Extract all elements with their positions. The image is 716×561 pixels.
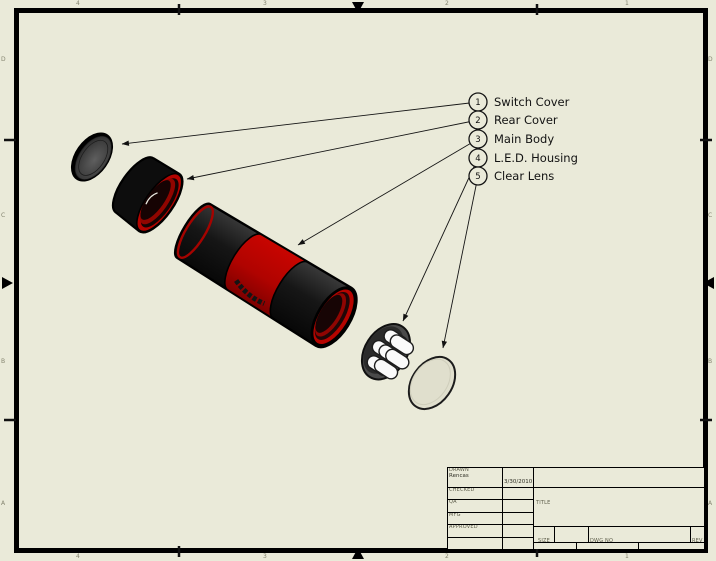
body-print-text bbox=[234, 279, 266, 306]
title-block-row-mfg: MFG bbox=[448, 512, 534, 526]
title-block-row-qa: QA bbox=[448, 500, 534, 513]
zone-row-label-right: B bbox=[708, 358, 713, 365]
leader-lines bbox=[121, 101, 479, 349]
callout-label-switch-cover: Switch Cover bbox=[494, 95, 570, 109]
leader-line-5 bbox=[441, 175, 479, 349]
rev-label: REV bbox=[692, 538, 703, 543]
balloon-2-number: 2 bbox=[475, 116, 480, 126]
approved-label: APPROVED bbox=[449, 525, 478, 531]
title-label: TITLE bbox=[536, 500, 551, 506]
mfg-label: MFG bbox=[449, 512, 461, 518]
title-block-row-checked: CHECKED bbox=[448, 488, 534, 501]
callout-label-rear-cover: Rear Cover bbox=[494, 113, 558, 127]
zone-row-label-left: C bbox=[1, 212, 6, 219]
balloon-4[interactable]: 4 bbox=[468, 148, 488, 168]
title-box: TITLE bbox=[534, 488, 704, 527]
zone-col-label-top: 2 bbox=[445, 0, 449, 7]
leader-line-3 bbox=[297, 138, 479, 246]
dwg-no-label: DWG NO bbox=[590, 538, 614, 543]
zone-col-label-top: 4 bbox=[76, 0, 80, 7]
balloons: 1 2 3 4 5 bbox=[468, 92, 488, 186]
zone-col-label-bottom: 3 bbox=[263, 553, 267, 560]
qa-label: QA bbox=[449, 500, 457, 506]
switch-cover-part[interactable] bbox=[62, 125, 121, 190]
callout-label-led-housing: L.E.D. Housing bbox=[494, 151, 578, 165]
balloon-5-number: 5 bbox=[475, 172, 480, 182]
callout-labels: Switch Cover Rear Cover Main Body L.E.D.… bbox=[494, 95, 578, 183]
leader-line-1 bbox=[121, 101, 479, 146]
checked-label: CHECKED bbox=[449, 488, 475, 493]
zone-col-label-bottom: 1 bbox=[625, 553, 629, 560]
leader-line-4 bbox=[402, 157, 479, 322]
balloon-4-number: 4 bbox=[475, 154, 480, 164]
zone-row-label-right: C bbox=[708, 212, 713, 219]
main-body-part[interactable] bbox=[167, 197, 365, 355]
leader-line-2 bbox=[186, 119, 479, 181]
drawn-label: DRAWN bbox=[449, 468, 469, 473]
balloon-3-number: 3 bbox=[475, 135, 480, 145]
balloon-5[interactable]: 5 bbox=[468, 166, 488, 186]
title-block-top-box bbox=[534, 468, 704, 488]
title-block-signoff-columns: DRAWN Rencas 3/30/2010 CHECKED QA bbox=[448, 468, 534, 550]
drawn-date: 3/30/2010 bbox=[504, 479, 533, 485]
balloon-3[interactable]: 3 bbox=[468, 129, 488, 149]
title-block: DRAWN Rencas 3/30/2010 CHECKED QA bbox=[447, 467, 704, 550]
zone-col-label-bottom: 4 bbox=[76, 553, 80, 560]
balloon-2[interactable]: 2 bbox=[468, 110, 488, 130]
zone-row-label-right: A bbox=[708, 500, 713, 507]
zone-col-label-top: 3 bbox=[263, 0, 267, 7]
title-block-row-drawn: DRAWN Rencas 3/30/2010 bbox=[448, 468, 534, 488]
title-block-right-section: TITLE SIZE C DWG NO REV SCALE bbox=[534, 468, 704, 549]
zone-row-label-left: B bbox=[1, 358, 6, 365]
zone-col-label-bottom: 2 bbox=[445, 553, 449, 560]
zone-row-label-left: A bbox=[1, 500, 6, 507]
balloon-1-number: 1 bbox=[475, 98, 480, 108]
zone-row-label-left: D bbox=[1, 56, 6, 63]
balloon-1[interactable]: 1 bbox=[468, 92, 488, 112]
callout-label-clear-lens: Clear Lens bbox=[494, 169, 554, 183]
zone-row-label-right: D bbox=[708, 56, 713, 63]
title-block-row-blank bbox=[448, 537, 534, 550]
callout-label-main-body: Main Body bbox=[494, 132, 554, 146]
drawn-name: Rencas bbox=[449, 473, 469, 479]
size-dwg-rev-row: SIZE C DWG NO REV bbox=[534, 527, 704, 543]
title-block-row-approved: APPROVED bbox=[448, 525, 534, 538]
clear-lens-part[interactable] bbox=[399, 348, 464, 418]
zone-col-label-top: 1 bbox=[625, 0, 629, 7]
size-label: SIZE bbox=[537, 538, 551, 543]
led-housing-part[interactable] bbox=[352, 315, 424, 391]
sheet-border bbox=[14, 8, 708, 553]
scale-sheet-row: SCALE SHEET 1 OF 1 bbox=[534, 543, 704, 549]
rear-cover-part[interactable] bbox=[104, 149, 191, 239]
